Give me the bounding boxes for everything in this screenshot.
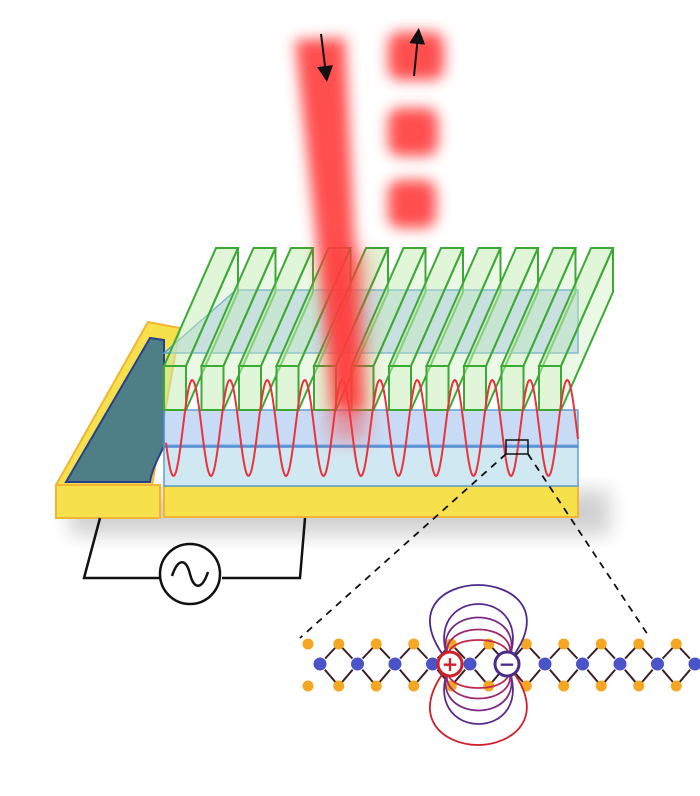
side-electrode-bottom-block — [55, 484, 161, 519]
positive-charge — [436, 650, 464, 678]
chalcogen-atom — [408, 638, 420, 650]
grating-bar-front — [163, 365, 187, 411]
chalcogen-atom — [520, 638, 532, 650]
grating-bar-front — [463, 365, 487, 411]
atomic-lattice — [302, 638, 700, 692]
field-line — [429, 663, 528, 746]
zoom-indicator — [299, 439, 651, 639]
chalcogen-atom — [558, 680, 570, 692]
zoom-box — [505, 439, 529, 455]
chalcogen-atom — [670, 638, 682, 650]
field-line — [443, 663, 514, 725]
grating — [162, 247, 615, 411]
metal-atom — [687, 656, 700, 672]
ac-circuit — [82, 517, 307, 606]
field-line — [443, 603, 514, 665]
grating-bar — [199, 247, 278, 411]
field-line — [446, 628, 511, 665]
grating-bar-front — [200, 365, 225, 411]
chalcogen-atom — [370, 680, 382, 692]
reflected-pulse-3 — [388, 180, 436, 228]
chalcogen-atom — [633, 680, 645, 692]
grating-bar-front — [425, 365, 450, 411]
chalcogen-atom — [302, 680, 314, 692]
arrow-down-icon — [317, 33, 333, 82]
metal-atom — [462, 656, 478, 672]
circuit-wire — [82, 517, 160, 580]
zoom-line-right — [527, 453, 651, 639]
chalcogen-atom — [370, 638, 382, 650]
grating-bar-front — [275, 365, 300, 411]
chalcogen-atom — [302, 638, 314, 650]
positive-charge-label: + — [442, 652, 459, 676]
incident-beam-core — [330, 250, 366, 440]
chalcogen-atom — [408, 680, 420, 692]
laser-beams — [295, 32, 444, 440]
metal-atom — [612, 656, 628, 672]
circuit-wire — [222, 517, 307, 580]
gold-substrate — [163, 485, 579, 518]
reflected-pulse-2 — [388, 108, 438, 156]
field-line — [429, 584, 528, 665]
grating-bar — [424, 247, 503, 411]
grating-bar — [349, 247, 428, 411]
chalcogen-atom — [595, 680, 607, 692]
ac-source-sine — [170, 561, 210, 587]
side-electrode-dark-face — [64, 336, 165, 483]
grating-bar-front — [538, 365, 562, 411]
arrow-up-icon — [409, 28, 426, 77]
metal-atom — [350, 656, 365, 672]
grating-bar — [537, 247, 615, 411]
chalcogen-atom — [333, 680, 345, 692]
negative-charge-label: − — [499, 652, 516, 676]
dipole: + − — [436, 650, 521, 678]
chalcogen-atom — [558, 638, 570, 650]
field-line — [444, 616, 513, 665]
metal-atom — [537, 656, 553, 672]
grating-bar — [387, 247, 465, 411]
metal-atom — [312, 656, 328, 672]
chalcogen-atom — [595, 638, 607, 650]
chalcogen-atom — [333, 638, 345, 650]
plasmon-wave — [165, 378, 579, 478]
chalcogen-atom — [633, 638, 645, 650]
chalcogen-atom — [483, 680, 495, 692]
grating-bar-front — [500, 365, 525, 411]
grating-bar-front — [238, 365, 262, 411]
field-line — [444, 663, 513, 712]
field-line — [446, 663, 511, 700]
negative-charge — [493, 650, 521, 678]
grating-bar — [162, 247, 240, 411]
metal-atom — [575, 656, 590, 672]
side-electrode — [54, 320, 182, 519]
grating-bar-side — [560, 247, 614, 411]
grating-bar-front — [388, 365, 412, 411]
gold-substrate-front — [163, 485, 579, 518]
chalcogen-atom — [670, 680, 682, 692]
metal-atom — [387, 656, 403, 672]
metal-atom — [650, 656, 665, 672]
